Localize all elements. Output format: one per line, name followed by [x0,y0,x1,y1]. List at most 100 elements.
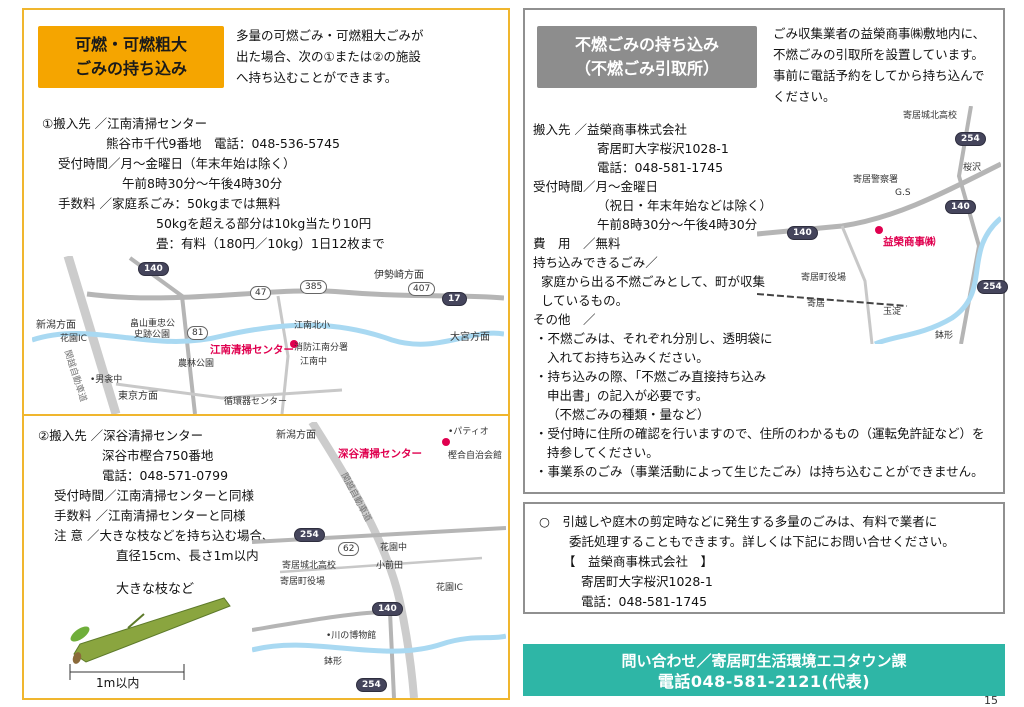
detail-line: 午前8時30分～午後4時30分 [122,176,283,191]
route-shield: 62 [338,542,360,556]
detail-line: その他 ／ [533,312,596,327]
map-place-label: 樫合自治会館 [448,451,503,461]
nonburnable-panel-title-line2: （不燃ごみ引取所） [574,59,719,78]
map-poi-label: 江南清掃センター [210,344,294,356]
detail-line: 費 用 ／無料 [533,236,621,251]
map-place-label: •川の博物館 [326,631,377,641]
detail-line: 深谷市樫合750番地 [102,448,214,463]
contact-box: 問い合わせ／寄居町生活環境エコタウン課 電話048-581-2121(代表) [523,644,1005,696]
route-shield: 385 [300,280,328,294]
detail-line: 家庭から出る不燃ごみとして、町が収集 [541,274,766,289]
map-place-label: 花園IC [436,583,463,593]
detail-line: 受付時間／月～金曜日 [533,179,659,194]
intro-line: ごみ収集業者の益榮商事㈱敷地内に、 [773,26,986,41]
page-number: 15 [984,694,998,707]
map-poi-label: 深谷清掃センター [338,448,422,460]
map-place-label: 玉淀 [883,307,902,317]
map-place-label: 寄居城北高校 [903,111,958,121]
note-line: 電話：048-581-1745 [581,594,708,609]
map-place-label: 小前田 [376,561,404,571]
nonburnable-panel-title-line1: 不燃ごみの持ち込み [574,35,719,54]
intro-line: へ持ち込むことができます。 [236,70,398,85]
poi-marker-dot [875,226,883,234]
route-shield: 81 [187,326,209,340]
route-shield: 140 [138,262,169,276]
detail-line: 電話：048-571-0799 [102,468,229,483]
detail-line: 熊谷市千代9番地 電話：048-536-5745 [106,136,341,151]
map-place-label: 循環器センター [224,397,288,407]
intro-line: 事前に電話予約をしてから持ち込んで [773,68,985,83]
map-poi-label: 益榮商事㈱ [883,236,936,248]
detail-line: ・事業系のごみ（事業活動によって生じたごみ）は持ち込むことができません。 [535,464,984,479]
poi-marker-dot [290,340,298,348]
map-place-label: 寄居 [807,299,826,309]
contact-phone: 電話048-581-2121(代表) [657,672,871,691]
map-place-label: 江南中 [300,357,328,367]
bulk-disposal-note-box: ○ 引越しや庭木の剪定時などに発生する多量のごみは、有料で業者に委託処理すること… [523,502,1005,614]
detail-line: ・不燃ごみは、それぞれ分別し、透明袋に [535,331,773,346]
map-place-label: 寄居町役場 [801,273,847,283]
map-place-label: 新潟方面 [36,320,76,331]
route-shield: 140 [372,602,403,616]
map-place-label: 大宮方面 [450,332,490,343]
map-place-label: 花園中 [380,543,408,553]
map-place-label: 江南北小 [294,321,331,331]
detail-line: 注 意 ／大きな枝などを持ち込む場合、 [54,528,275,543]
route-shield: 254 [356,678,387,692]
detail-line: ・受付時に住所の確認を行いますので、住所のわかるもの（運転免許証など）を [535,426,985,441]
intro-line: 多量の可燃ごみ・可燃粗大ごみが [236,28,424,43]
map-place-label: 花園IC [60,334,87,344]
section-divider [24,414,508,416]
map-place-label: 新潟方面 [276,430,316,441]
intro-line: 不燃ごみの引取所を設置しています。 [773,47,984,62]
route-shield: 407 [408,282,436,296]
detail-line: ①搬入先 ／江南清掃センター [42,116,208,131]
map-place-label: 史跡公園 [134,330,171,340]
detail-line: 受付時間／江南清掃センターと同様 [54,488,255,503]
route-shield: 254 [294,528,325,542]
nonburnable-intro-text: ごみ収集業者の益榮商事㈱敷地内に、不燃ごみの引取所を設置しています。事前に電話予… [525,10,1003,492]
detail-line: ②搬入先 ／深谷清掃センター [38,428,204,443]
detail-line: 寄居町大字桜沢1028-1 [597,141,729,156]
burnable-waste-panel: 可燃・可燃粗大 ごみの持ち込み 多量の可燃ごみ・可燃粗大ごみが出た場合、次の①ま… [22,8,510,700]
detail-line: 午前8時30分～午後4時30分 [597,217,758,232]
detail-line: 入れてお持ち込みください。 [547,350,709,365]
note-line: ○ 引越しや庭木の剪定時などに発生する多量のごみは、有料で業者に [539,514,938,529]
note-line: 【 益榮商事株式会社 】 [563,554,714,569]
route-shield: 47 [250,286,272,300]
bulk-disposal-note-text: ○ 引越しや庭木の剪定時などに発生する多量のごみは、有料で業者に委託処理すること… [525,504,1003,612]
map-place-label: 寄居町役場 [280,577,326,587]
nonburnable-waste-panel: 不燃ごみの持ち込み （不燃ごみ引取所） ごみ収集業者の益榮商事㈱敷地内に、不燃ご… [523,8,1008,494]
konan-center-details: ①搬入先 ／江南清掃センター熊谷市千代9番地 電話：048-536-5745 受付… [24,10,508,698]
detail-line: 直径15cm、長さ1m以内 [116,548,259,563]
map-place-label: 鉢形 [935,331,954,341]
burnable-panel-title-line2: ごみの持ち込み [74,59,187,78]
map-place-label: 寄居城北高校 [282,561,337,571]
map-place-label: 寄居警察署 [853,175,899,185]
route-shield: 140 [945,200,976,214]
detail-line: 畳：有料（180円／10kg）1日12枚まで [156,236,385,251]
map-place-label: 桜沢 [963,163,982,173]
detail-line: 申出書」の記入が必要です。 [547,388,709,403]
map-place-label: 畠山重忠公 [130,319,176,329]
map-place-label: 農林公園 [178,359,215,369]
map-place-label: G.S [895,188,911,198]
detail-line: 持参してください。 [547,445,659,460]
map-place-label: 鉢形 [324,657,343,667]
note-line: 委託処理することもできます。詳しくは下記にお問い合せください。 [569,534,955,549]
nonburnable-panel-title: 不燃ごみの持ち込み （不燃ごみ引取所） [537,26,757,88]
branch-size-figure: 大きな枝など 1m以内 [64,572,254,690]
detail-line: （不燃ごみの種類・量など） [547,407,710,422]
branch-drawing [69,597,231,680]
route-shield: 140 [787,226,818,240]
burnable-panel-title: 可燃・可燃粗大 ごみの持ち込み [38,26,224,88]
contact-department: 問い合わせ／寄居町生活環境エコタウン課 [621,652,907,670]
road-name-label: 関越自動車道 [338,471,373,524]
detail-line: 搬入先 ／益榮商事株式会社 [533,122,687,137]
